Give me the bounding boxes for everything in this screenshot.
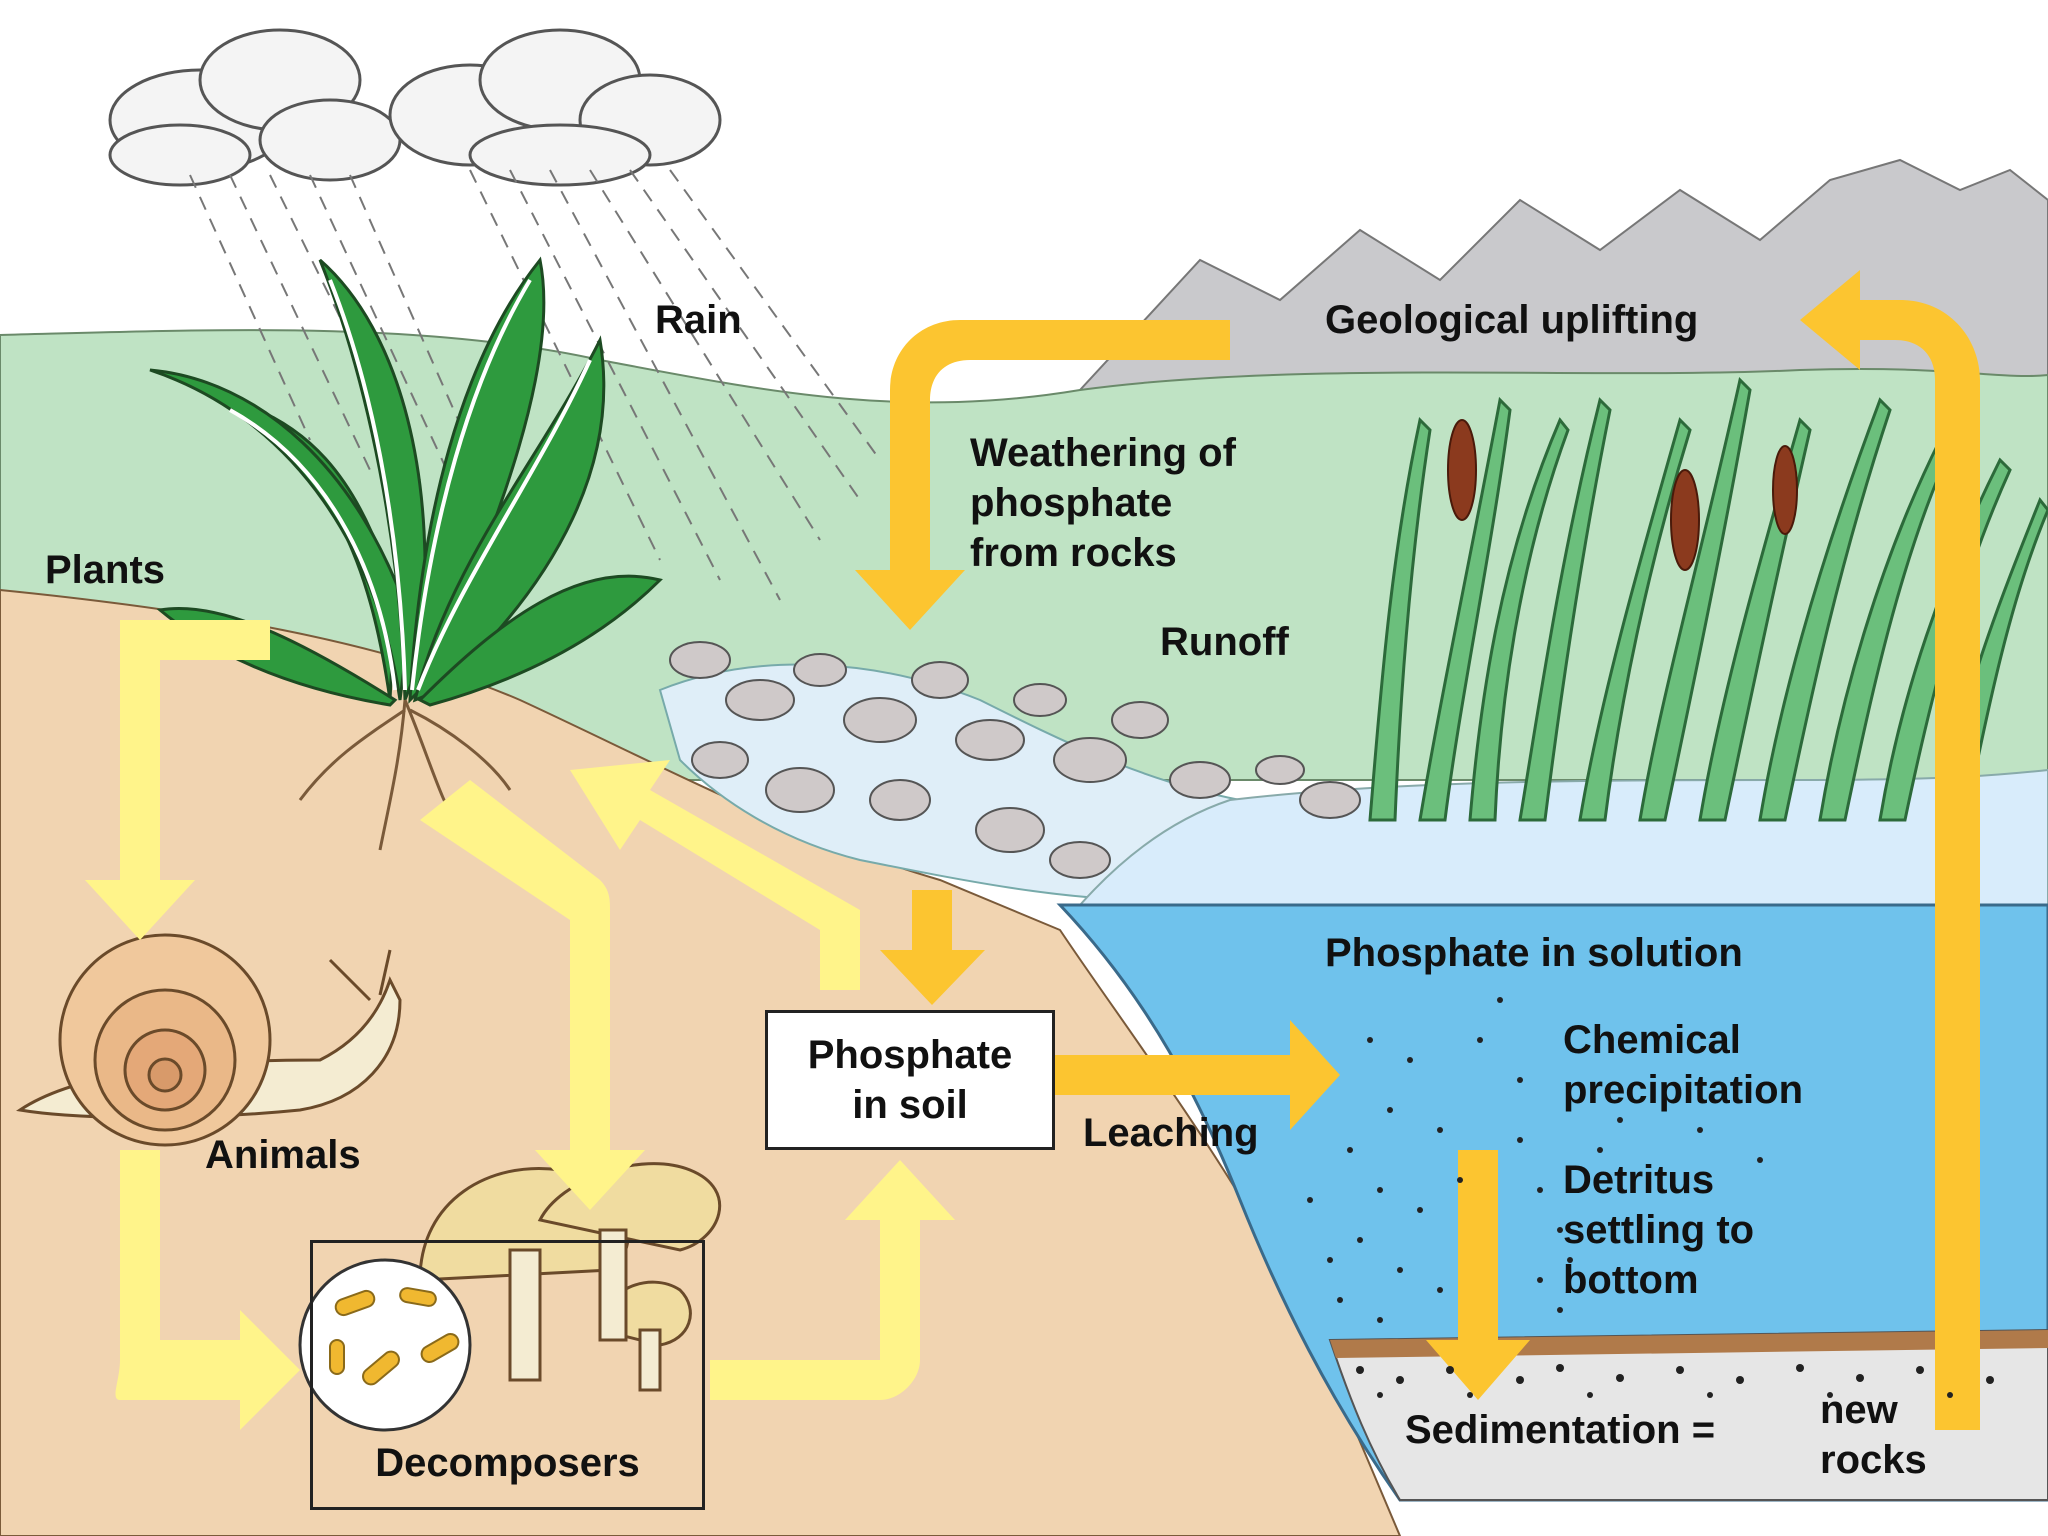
label-leaching: Leaching xyxy=(1083,1111,1259,1155)
label-detritus-line1: Detritus xyxy=(1563,1158,1715,1202)
arrow-plants-to-animals xyxy=(85,620,270,940)
cloud-right xyxy=(388,28,722,187)
label-detritus-line3: bottom xyxy=(1563,1258,1699,1302)
arrow-geological-uplifting xyxy=(1800,270,1980,1430)
arrow-detritus-settling xyxy=(1426,1150,1530,1400)
cattail-heads xyxy=(1447,419,1798,571)
sediment-particles xyxy=(1356,1364,1994,1398)
label-chemical-line1: Chemical xyxy=(1563,1018,1741,1062)
plant-illustration xyxy=(149,256,663,707)
label-detritus-line2: settling to xyxy=(1563,1208,1755,1252)
label-plants: Plants xyxy=(45,548,166,592)
arrow-animals-to-decomposers xyxy=(115,1150,300,1430)
decomposers-box xyxy=(310,1240,705,1510)
label-chemical-line2: precipitation xyxy=(1563,1068,1804,1112)
label-phosphate-soil-line1: Phosphate xyxy=(807,1033,1013,1077)
phosphate-in-soil-box xyxy=(765,1010,1055,1150)
stream-stones xyxy=(669,641,1361,879)
label-animals: Animals xyxy=(205,1133,361,1177)
label-phosphate-in-soil: Phosphate in soil xyxy=(765,1030,1055,1130)
sediment-layer xyxy=(1328,1328,2048,1501)
arrow-plants-to-decomposers xyxy=(420,780,645,1210)
label-detritus: Detritus settling to bottom xyxy=(1563,1155,1754,1305)
cloud-left xyxy=(108,28,402,187)
arrow-leaching xyxy=(1055,1020,1340,1130)
label-new-rocks: new rocks xyxy=(1820,1385,1927,1485)
label-chemical-precipitation: Chemical precipitation xyxy=(1563,1015,1803,1115)
snail-illustration xyxy=(16,933,402,1147)
label-weathering-line2: phosphate xyxy=(970,481,1173,525)
label-decomposers: Decomposers xyxy=(375,1441,640,1485)
bacteria-inset xyxy=(298,1258,472,1432)
detritus-particles xyxy=(1307,997,1763,1323)
label-sedimentation: Sedimentation = xyxy=(1405,1408,1716,1452)
label-geological-uplifting: Geological uplifting xyxy=(1325,298,1699,342)
arrow-weathering xyxy=(855,320,1230,630)
label-rain: Rain xyxy=(655,298,742,342)
label-runoff: Runoff xyxy=(1160,620,1289,664)
label-weathering-line1: Weathering of xyxy=(970,431,1236,475)
label-new-rocks-line2: rocks xyxy=(1820,1438,1927,1482)
label-new-rocks-line1: new xyxy=(1820,1388,1898,1432)
arrow-decomposers-to-soil xyxy=(710,1160,955,1400)
label-weathering: Weathering of phosphate from rocks xyxy=(970,428,1236,578)
rain-streaks xyxy=(189,169,881,601)
label-phosphate-soil-line2: in soil xyxy=(852,1083,968,1127)
label-weathering-line3: from rocks xyxy=(970,531,1177,575)
label-phosphate-in-solution: Phosphate in solution xyxy=(1325,931,1743,975)
arrow-soil-to-plants xyxy=(570,760,860,990)
arrow-runoff-to-soil xyxy=(880,890,985,1005)
